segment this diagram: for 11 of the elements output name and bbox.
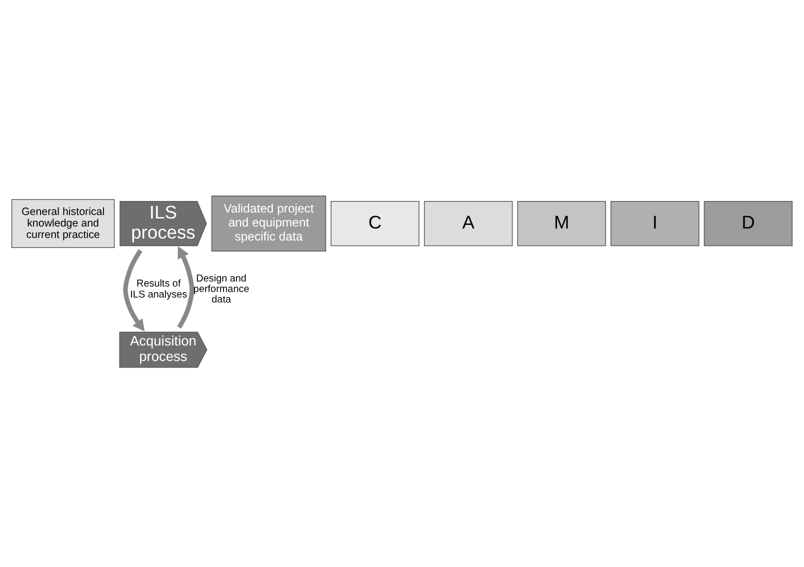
- node-box: Validated project and equipment specific data: [211, 195, 326, 251]
- arrow: [123, 248, 145, 331]
- edge-label: Results of ILS analyses: [130, 278, 188, 300]
- node-box: General historical knowledge and current practice: [11, 198, 115, 248]
- node-box: I: [610, 200, 700, 246]
- node-box: M: [517, 200, 606, 246]
- node-box: C: [330, 200, 420, 246]
- node-box: D: [704, 200, 793, 246]
- node-box: A: [424, 200, 513, 246]
- edge-label: Design and performance data: [193, 272, 250, 306]
- arrow: [177, 246, 194, 328]
